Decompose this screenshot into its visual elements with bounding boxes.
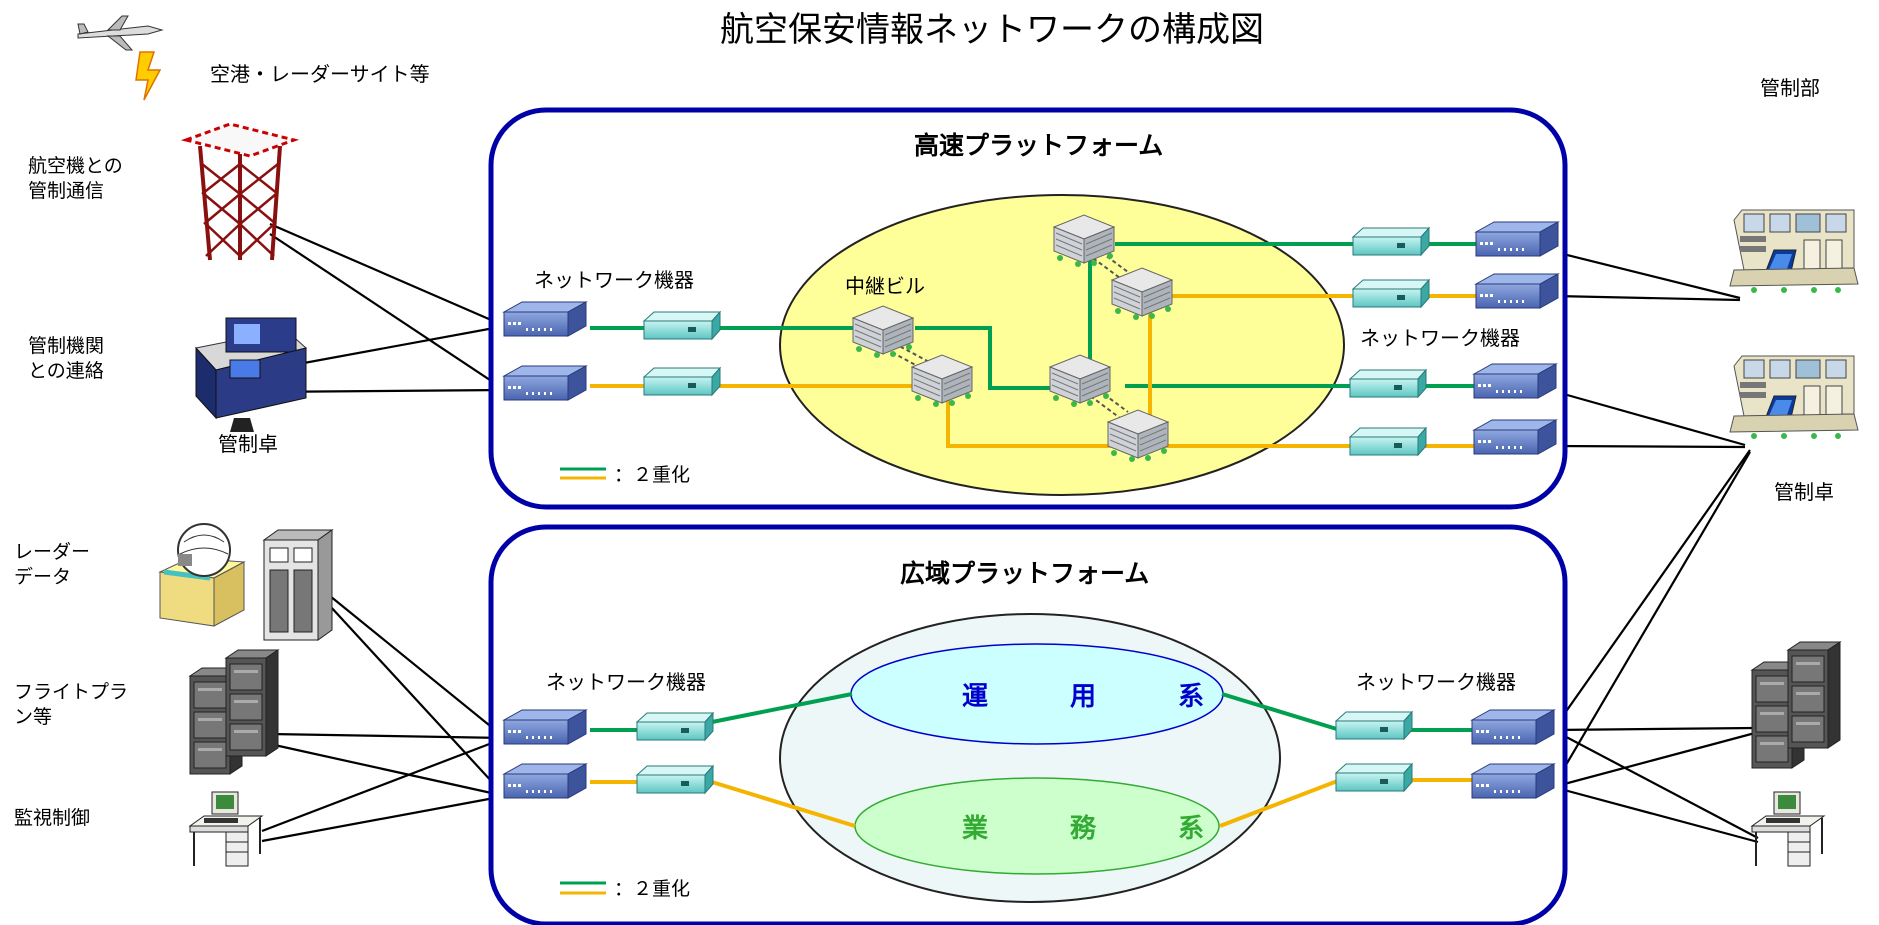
modem-hs-left-2 (643, 367, 721, 396)
flight-plan-label-1: フライトプラ (14, 681, 129, 703)
wa-right-network-label: ネットワーク機器 (1356, 670, 1516, 694)
router-wa-left-2 (503, 763, 587, 799)
router-hs-right-1 (1475, 221, 1559, 257)
server-rack-icon-left-2 (225, 649, 279, 757)
control-console-icon (195, 317, 308, 432)
high-speed-legend-swatch (560, 467, 606, 480)
modem-wa-right-2 (1335, 763, 1413, 792)
control-console-icon-right-2 (1729, 355, 1859, 440)
modem-hs-right-4 (1349, 427, 1427, 456)
router-wa-right-1 (1471, 709, 1555, 745)
modem-wa-left-2 (636, 765, 714, 794)
monitoring-label: 監視制御 (14, 807, 91, 829)
router-hs-left-2 (503, 365, 587, 401)
modem-hs-left-1 (643, 311, 721, 340)
radar-data-label-2: データ (14, 566, 72, 588)
ops-system-label: 運 用 系 (962, 682, 1233, 712)
diagram-title: 航空保安情報ネットワークの構成図 (720, 10, 1264, 50)
left-console-label: 管制卓 (218, 432, 278, 456)
relay-building-label: 中継ビル (845, 274, 925, 298)
wa-left-network-label: ネットワーク機器 (546, 670, 706, 694)
modem-hs-right-1 (1352, 227, 1430, 256)
modem-wa-left-1 (636, 712, 714, 741)
server-rack-icon-right-2 (1787, 641, 1841, 749)
router-hs-right-4 (1473, 419, 1557, 455)
hs-right-network-label: ネットワーク機器 (1360, 326, 1520, 350)
router-wa-left-1 (503, 709, 587, 745)
router-hs-right-2 (1475, 273, 1559, 309)
modem-hs-right-2 (1352, 279, 1430, 308)
modem-wa-right-1 (1335, 711, 1413, 740)
wide-area-legend-label: ：２重化 (614, 878, 691, 900)
router-wa-right-2 (1471, 763, 1555, 799)
lightning-icon (135, 51, 162, 101)
biz-system-label: 業 務 系 (962, 814, 1233, 844)
aircraft-comm-label-1: 航空機との (28, 155, 123, 177)
router-hs-left-1 (503, 301, 587, 337)
server-cabinet-icon (262, 529, 334, 641)
workstation-icon-left (189, 791, 263, 867)
control-console-icon-right-1 (1729, 209, 1859, 294)
relay-area (779, 194, 1345, 496)
modem-hs-right-3 (1349, 369, 1427, 398)
high-speed-platform-title: 高速プラットフォーム (914, 131, 1164, 160)
workstation-icon-right (1751, 791, 1825, 867)
high-speed-legend-label: ：２重化 (614, 464, 691, 486)
agency-contact-label-1: 管制機関 (28, 335, 105, 357)
right-console-label: 管制卓 (1774, 480, 1834, 504)
right-connection-lines (1552, 250, 1759, 844)
radar-data-label-1: レーダー (14, 541, 91, 563)
router-hs-right-3 (1473, 363, 1557, 399)
wide-area-links (590, 692, 1478, 828)
flight-plan-label-2: ン等 (14, 706, 53, 728)
airplane-icon (77, 15, 164, 51)
hs-left-network-label: ネットワーク機器 (534, 268, 694, 292)
wide-area-legend-swatch (560, 881, 606, 895)
wide-area-platform-title: 広域プラットフォーム (900, 559, 1150, 588)
aircraft-comm-label-2: 管制通信 (28, 180, 105, 202)
airport-sites-label: 空港・レーダーサイト等 (210, 62, 430, 86)
agency-contact-label-2: との連絡 (28, 360, 104, 382)
radar-tower-icon (180, 122, 300, 261)
radar-dome-icon (158, 523, 246, 627)
control-dept-label: 管制部 (1760, 76, 1820, 100)
